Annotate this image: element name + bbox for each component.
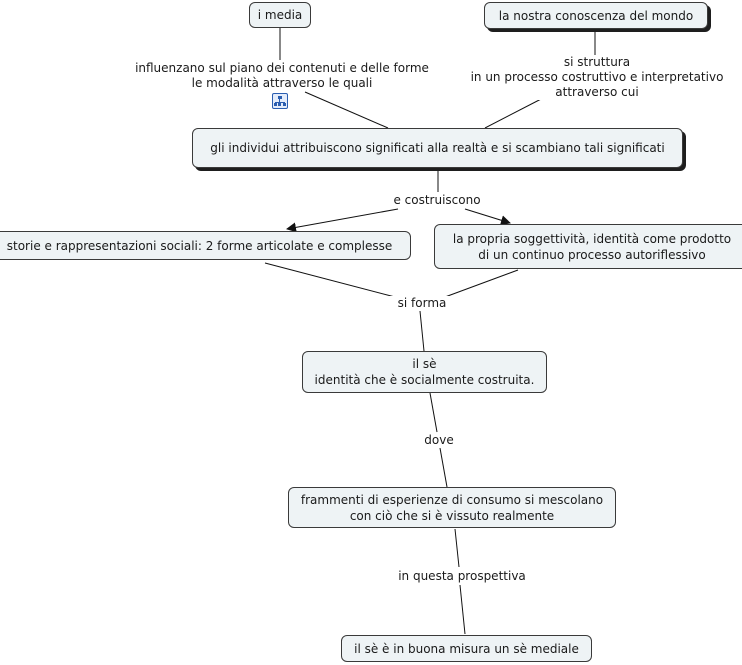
node-frammenti-esperienze[interactable]: frammenti di esperienze di consumo si me… [288, 487, 616, 528]
node-individui-significati[interactable]: gli individui attribuiscono significati … [192, 128, 683, 168]
node-label: la nostra conoscenza del mondo [498, 8, 694, 23]
line-struttura-individui [484, 96, 546, 129]
arrow-to-soggettivita [464, 208, 511, 226]
line-prospettiva-mediale [459, 584, 466, 635]
line-se-dove [429, 392, 438, 433]
line-forma-se [419, 310, 425, 352]
node-il-se[interactable]: il sè identità che è socialmente costrui… [302, 351, 547, 393]
line-influenzano-individui [304, 91, 389, 129]
node-se-mediale[interactable]: il sè è in buona misura un sè mediale [341, 635, 592, 662]
node-label: il sè è in buona misura un sè mediale [354, 641, 579, 656]
line-dove-frammenti [439, 447, 448, 488]
link-label-e-costruiscono: e costruiscono [380, 193, 494, 208]
line-soggettivita-forma [444, 269, 519, 298]
arrow-to-storie [286, 208, 399, 233]
node-label: i media [257, 8, 303, 22]
link-label-in-questa-prospettiva: in questa prospettiva [383, 569, 541, 584]
node-i-media[interactable]: i media [249, 2, 311, 28]
link-label-dove: dove [412, 433, 466, 448]
node-conoscenza-del-mondo[interactable]: la nostra conoscenza del mondo [484, 2, 708, 29]
link-label-si-struttura: si struttura in un processo costruttivo … [455, 55, 739, 100]
node-soggettivita[interactable]: la propria soggettività, identità come p… [434, 224, 742, 269]
concept-map-icon[interactable] [272, 93, 288, 109]
node-label: storie e rappresentazioni sociali: 2 for… [6, 238, 393, 253]
line-frammenti-prospettiva [454, 528, 460, 568]
link-label-si-forma: si forma [385, 296, 459, 311]
node-label: gli individui attribuiscono significati … [210, 141, 665, 155]
link-label-influenzano: influenzano sul piano dei contenuti e de… [118, 61, 446, 91]
node-storie-rappresentazioni[interactable]: storie e rappresentazioni sociali: 2 for… [0, 231, 411, 260]
line-storie-forma [264, 262, 396, 298]
